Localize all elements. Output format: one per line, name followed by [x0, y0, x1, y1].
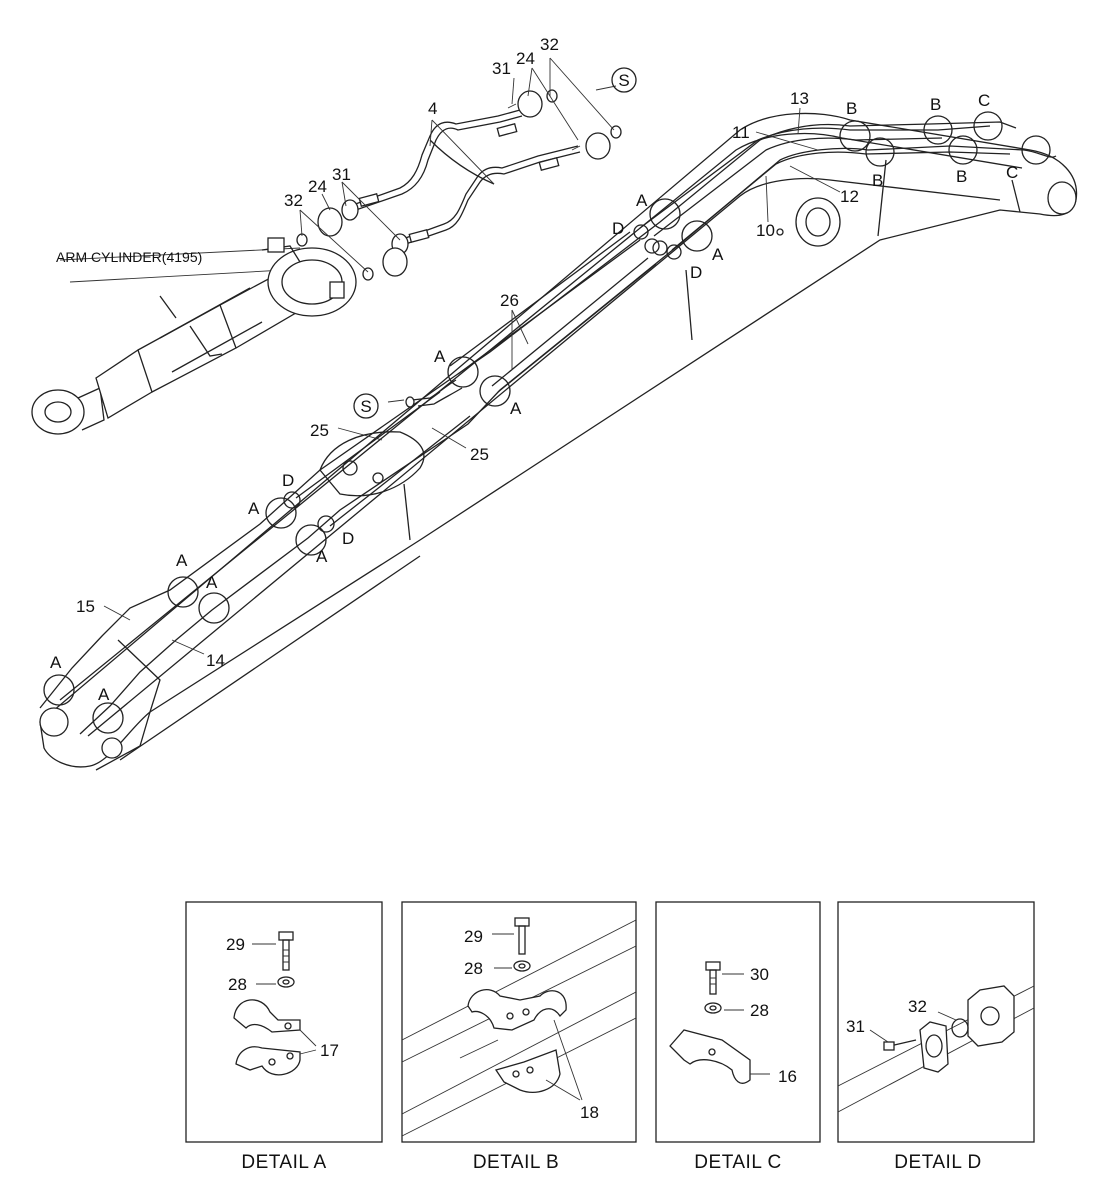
letter-d-2: D: [690, 263, 702, 282]
s-mark-upper: S: [611, 67, 637, 93]
detail-c-caption: DETAIL C: [694, 1152, 781, 1173]
detail-d-label-32: 32: [908, 997, 927, 1016]
callout-15: 15: [76, 597, 95, 616]
callout-26: 26: [500, 291, 519, 310]
detail-c-label-30: 30: [750, 965, 769, 984]
letter-b-4: B: [956, 167, 967, 186]
callout-12: 12: [840, 187, 859, 206]
letter-b-3: B: [872, 171, 883, 190]
letter-a-7: A: [176, 551, 188, 570]
callout-31-lower: 31: [332, 165, 351, 184]
detail-d: 32 31 DETAIL D: [837, 901, 1035, 1173]
arm-cylinder-drawing: [31, 237, 357, 435]
callout-32-upper: 32: [540, 35, 559, 54]
callout-25-left: 25: [310, 421, 329, 440]
leader-lines: [103, 57, 841, 655]
callout-24-upper: 24: [516, 49, 535, 68]
s-mark-lower: S: [353, 393, 379, 419]
flange-group-upper: [507, 89, 622, 160]
boom-drawing: [39, 112, 1078, 771]
callout-10: 10: [756, 221, 775, 240]
detail-d-caption: DETAIL D: [894, 1152, 981, 1173]
letter-d-1: D: [612, 219, 624, 238]
detail-b-caption: DETAIL B: [473, 1152, 559, 1173]
callout-4: 4: [428, 99, 437, 118]
letter-a-3: A: [434, 347, 446, 366]
detail-b-label-18: 18: [580, 1103, 599, 1122]
detail-b-label-28: 28: [464, 959, 483, 978]
letter-a-1: A: [636, 191, 648, 210]
callout-14: 14: [206, 651, 225, 670]
hose-lines: [39, 121, 1057, 735]
s-mark-lower-label: S: [360, 397, 371, 416]
arm-cylinder-label: ARM CYLINDER(4195): [56, 249, 202, 265]
letter-a-8: A: [206, 573, 218, 592]
detail-a-label-29: 29: [226, 935, 245, 954]
detail-c-label-16: 16: [778, 1067, 797, 1086]
detail-b-label-29: 29: [464, 927, 483, 946]
callout-32-lower: 32: [284, 191, 303, 210]
flange-group-lower: [296, 207, 408, 281]
letter-c-1: C: [978, 91, 990, 110]
callout-13: 13: [790, 89, 809, 108]
letter-d-4: D: [342, 529, 354, 548]
detail-a: 29 28 17 DETAIL A: [185, 901, 383, 1173]
clamp-markers: [43, 111, 1051, 734]
letter-b-2: B: [930, 95, 941, 114]
letter-a-5: A: [248, 499, 260, 518]
letter-a-2: A: [712, 245, 724, 264]
s-mark-upper-label: S: [618, 71, 629, 90]
callout-11: 11: [732, 123, 750, 142]
letter-a-9: A: [50, 653, 62, 672]
pipe-assembly-4: [341, 109, 581, 255]
detail-a-caption: DETAIL A: [241, 1152, 326, 1173]
detail-c: 30 28 16 DETAIL C: [655, 901, 821, 1173]
letter-d-3: D: [282, 471, 294, 490]
letter-c-2: C: [1006, 163, 1018, 182]
callout-24-lower: 24: [308, 177, 327, 196]
callout-25-right: 25: [470, 445, 489, 464]
detail-d-label-31: 31: [846, 1017, 865, 1036]
letter-a-4: A: [510, 399, 522, 418]
detail-a-label-17: 17: [320, 1041, 339, 1060]
letter-b-1: B: [846, 99, 857, 118]
detail-b: 29 28 18 DETAIL B: [401, 901, 637, 1173]
callout-31-upper: 31: [492, 59, 511, 78]
detail-c-label-28: 28: [750, 1001, 769, 1020]
detail-a-label-28: 28: [228, 975, 247, 994]
letter-a-10: A: [98, 685, 110, 704]
letter-a-6: A: [316, 547, 328, 566]
